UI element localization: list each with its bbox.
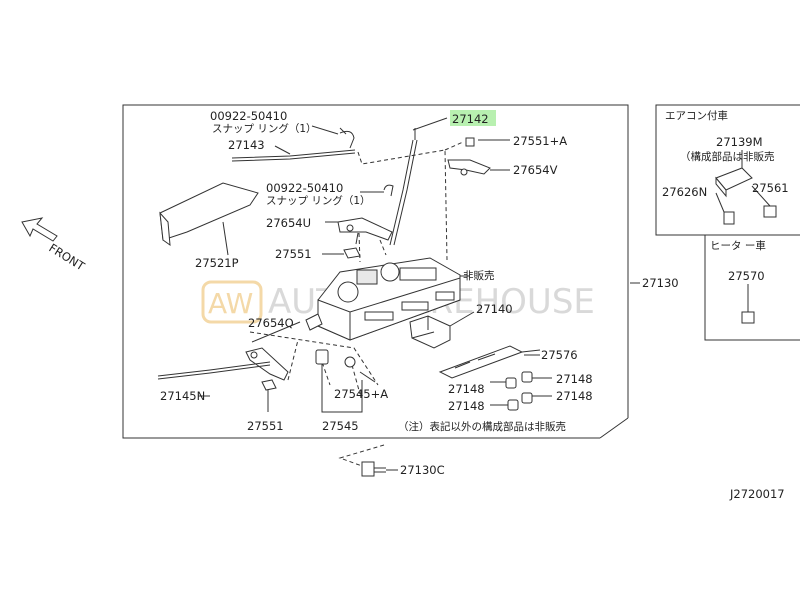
- bracket-27654v: [447, 137, 491, 176]
- label-27148-4: 27148: [556, 389, 593, 403]
- label-27145n: 27145N: [160, 389, 205, 403]
- duct-27521p: [159, 182, 259, 256]
- label-hibaibai: 非販売: [463, 269, 495, 282]
- label-aircon: エアコン付車: [665, 109, 728, 122]
- clip-27551-bottom: [261, 379, 277, 412]
- parts-27545: [315, 349, 376, 413]
- front-arrow-icon: FRONT: [21, 217, 88, 274]
- label-kosei: （構成部品は非販売: [680, 150, 775, 163]
- label-27140: 27140: [476, 302, 513, 316]
- control-unit-27130: [305, 257, 470, 341]
- dashed-leaders: [249, 141, 464, 471]
- label-27521p: 27521P: [195, 256, 239, 270]
- label-27551a-top: 27551+A: [513, 134, 567, 148]
- label-27148-1: 27148: [448, 382, 485, 396]
- part-27570: [741, 311, 755, 324]
- label-27551-bot: 27551: [247, 419, 284, 433]
- label-27626n: 27626N: [662, 185, 707, 199]
- label-27561: 27561: [752, 181, 789, 195]
- snap-ring-b: [383, 184, 394, 197]
- part-27139m: [715, 167, 753, 198]
- bracket-27654q: [245, 347, 289, 381]
- cable-27142: [389, 117, 448, 246]
- label-27130: 27130: [642, 276, 679, 290]
- screw-27130c: [361, 461, 386, 477]
- part-highlight: [450, 110, 496, 126]
- side-panel-frames: [655, 104, 800, 341]
- label-snap-ring-a: スナップ リング（1）: [212, 122, 317, 135]
- front-label: FRONT: [46, 241, 88, 274]
- cable-27145n: [157, 361, 271, 380]
- label-27142: 27142: [452, 112, 489, 126]
- label-27139m: 27139M: [716, 135, 763, 149]
- label-27551-mid: 27551: [275, 247, 312, 261]
- switch-27140: [409, 311, 475, 349]
- part-labels: 00922-50410 スナップ リング（1） 27143 27142 2755…: [160, 109, 789, 501]
- label-snap-ring-b: スナップ リング（1）: [266, 194, 371, 207]
- watermark-logo: AW: [208, 287, 253, 320]
- part-27626n: [723, 211, 735, 225]
- label-27576: 27576: [541, 348, 578, 362]
- label-27130c: 27130C: [400, 463, 445, 477]
- label-27148-2: 27148: [556, 372, 593, 386]
- clip-27551-mid: [343, 247, 361, 259]
- cable-27143: [231, 127, 356, 162]
- label-heater: ヒータ ー車: [710, 239, 766, 252]
- label-27570: 27570: [728, 269, 765, 283]
- bracket-27654u: [337, 217, 393, 245]
- label-27545: 27545: [322, 419, 359, 433]
- label-27654v: 27654V: [513, 163, 558, 177]
- label-27148-3: 27148: [448, 399, 485, 413]
- label-27143: 27143: [228, 138, 265, 152]
- label-note: （注）表記以外の構成部品は非販売: [398, 420, 566, 433]
- label-00922-a: 00922-50410: [210, 109, 287, 123]
- diagram-id: J2720017: [729, 487, 785, 501]
- label-leaders: [198, 125, 771, 471]
- knobs-27148: [505, 371, 533, 411]
- label-27545a: 27545+A: [334, 387, 388, 401]
- label-27654u: 27654U: [266, 216, 311, 230]
- label-00922-b: 00922-50410: [266, 181, 343, 195]
- panel-27576: [438, 345, 541, 379]
- label-27654q: 27654Q: [248, 316, 294, 330]
- main-frame: [122, 104, 629, 439]
- part-27561: [763, 205, 777, 218]
